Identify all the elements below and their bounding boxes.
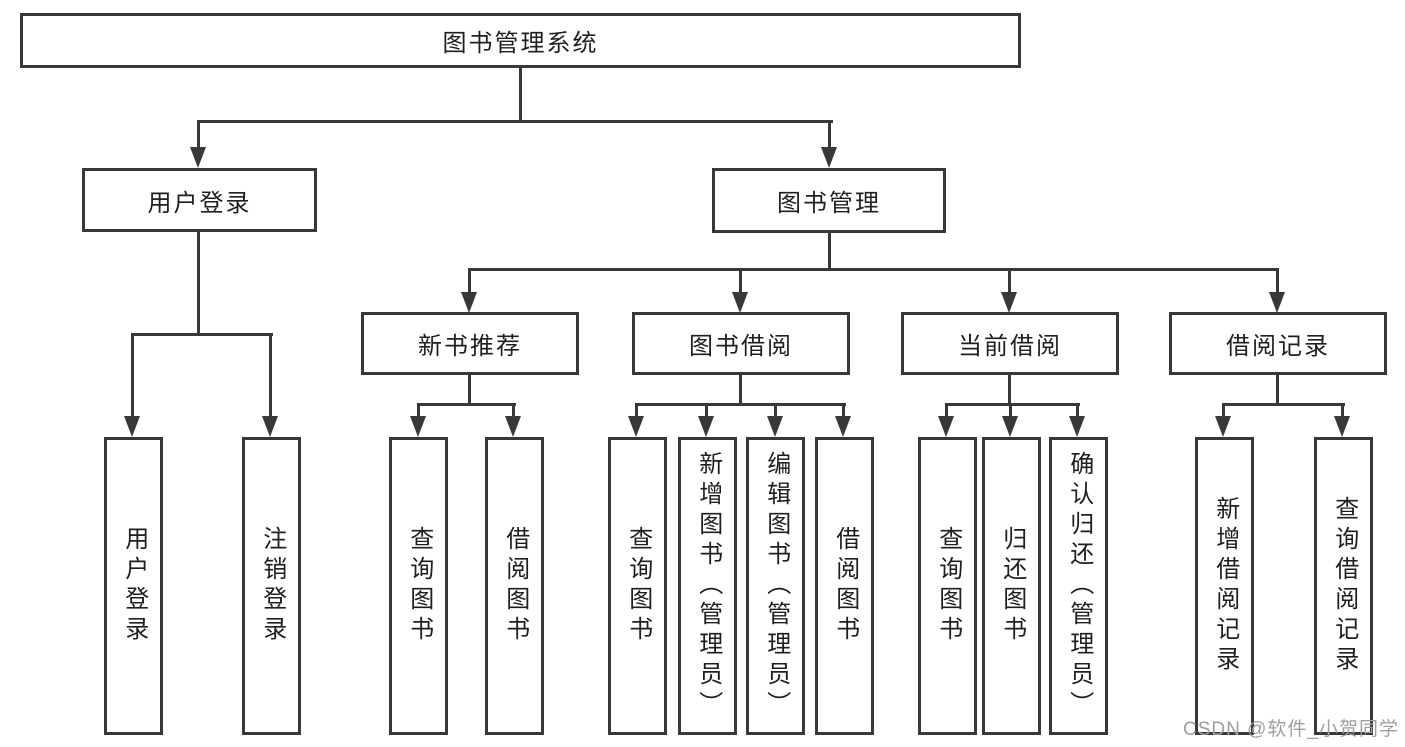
edge-line bbox=[739, 374, 742, 406]
edge-arrowhead-icon bbox=[190, 147, 206, 168]
edge-arrowhead-icon bbox=[1001, 292, 1017, 313]
edge-arrowhead-icon bbox=[1215, 416, 1231, 437]
edge-line bbox=[1076, 403, 1079, 416]
leaf-label: 查询图书 bbox=[405, 526, 433, 646]
edge-arrowhead-icon bbox=[1069, 416, 1085, 437]
edge-line bbox=[468, 268, 471, 292]
node-leaf-logout: 注销登录 bbox=[242, 437, 301, 735]
edge-line bbox=[197, 120, 833, 123]
edge-line bbox=[269, 333, 272, 416]
edge-arrowhead-icon bbox=[821, 147, 837, 168]
leaf-label: 编辑图书（管理员） bbox=[762, 451, 790, 721]
edge-arrowhead-icon bbox=[505, 416, 521, 437]
edge-line bbox=[1008, 374, 1011, 406]
node-leaf-nb-query-books: 查询图书 bbox=[389, 437, 448, 735]
edge-line bbox=[705, 403, 708, 416]
leaf-label: 用户登录 bbox=[120, 526, 148, 646]
leaf-label: 注销登录 bbox=[258, 526, 286, 646]
leaf-label: 借阅图书 bbox=[501, 526, 529, 646]
node-root-library-management-system: 图书管理系统 bbox=[20, 13, 1021, 68]
edge-arrowhead-icon bbox=[1269, 292, 1285, 313]
edge-line bbox=[945, 403, 948, 416]
edge-arrowhead-icon bbox=[410, 416, 426, 437]
node-leaf-bb-borrow-books: 借阅图书 bbox=[815, 437, 874, 735]
edge-line bbox=[131, 333, 134, 416]
edge-arrowhead-icon bbox=[1002, 416, 1018, 437]
watermark: CSDN @软件_小贺同学 bbox=[1183, 719, 1399, 740]
edge-line bbox=[197, 232, 200, 336]
edge-line bbox=[1009, 403, 1012, 416]
leaf-label: 新增借阅记录 bbox=[1211, 496, 1239, 676]
leaf-label: 归还图书 bbox=[998, 526, 1026, 646]
edge-arrowhead-icon bbox=[461, 292, 477, 313]
edge-line bbox=[131, 333, 273, 336]
edge-line bbox=[1341, 403, 1344, 416]
edge-line bbox=[197, 120, 200, 148]
leaf-label: 查询借阅记录 bbox=[1330, 496, 1358, 676]
edge-line bbox=[1222, 403, 1225, 416]
node-leaf-cb-confirm-return-admin: 确认归还（管理员） bbox=[1049, 437, 1108, 735]
leaf-label: 确认归还（管理员） bbox=[1065, 451, 1093, 721]
edge-line bbox=[774, 403, 777, 416]
node-borrowing-records: 借阅记录 bbox=[1169, 312, 1387, 375]
edge-line bbox=[468, 374, 471, 406]
edge-arrowhead-icon bbox=[698, 416, 714, 437]
node-leaf-cb-return-books: 归还图书 bbox=[982, 437, 1041, 735]
edge-line bbox=[635, 403, 846, 406]
edge-line bbox=[417, 403, 420, 416]
node-leaf-cb-query-books: 查询图书 bbox=[918, 437, 977, 735]
node-leaf-br-add-record: 新增借阅记录 bbox=[1195, 437, 1254, 735]
edge-arrowhead-icon bbox=[938, 416, 954, 437]
edge-line bbox=[1222, 403, 1345, 406]
edge-line bbox=[828, 120, 831, 148]
edge-line bbox=[512, 403, 515, 416]
leaf-label: 借阅图书 bbox=[831, 526, 859, 646]
edge-line bbox=[417, 403, 516, 406]
leaf-label: 新增图书（管理员） bbox=[694, 451, 722, 721]
edge-line bbox=[1276, 374, 1279, 406]
node-leaf-br-query-record: 查询借阅记录 bbox=[1314, 437, 1373, 735]
edge-arrowhead-icon bbox=[732, 292, 748, 313]
edge-line bbox=[468, 268, 1279, 271]
node-book-borrowing: 图书借阅 bbox=[632, 312, 850, 375]
edge-arrowhead-icon bbox=[628, 416, 644, 437]
node-leaf-bb-add-books-admin: 新增图书（管理员） bbox=[678, 437, 737, 735]
node-leaf-user-login: 用户登录 bbox=[104, 437, 163, 735]
node-new-book-recommend: 新书推荐 bbox=[361, 312, 579, 375]
edge-line bbox=[519, 68, 522, 121]
leaf-label: 查询图书 bbox=[624, 526, 652, 646]
node-leaf-bb-query-books: 查询图书 bbox=[608, 437, 667, 735]
edge-arrowhead-icon bbox=[124, 416, 140, 437]
edge-line bbox=[842, 403, 845, 416]
edge-arrowhead-icon bbox=[767, 416, 783, 437]
node-leaf-nb-borrow-books: 借阅图书 bbox=[485, 437, 544, 735]
edge-line bbox=[739, 268, 742, 292]
edge-line bbox=[1276, 268, 1279, 292]
node-current-borrowing: 当前借阅 bbox=[901, 312, 1119, 375]
edge-line bbox=[945, 403, 1080, 406]
leaf-label: 查询图书 bbox=[934, 526, 962, 646]
edge-line bbox=[828, 233, 831, 271]
edge-arrowhead-icon bbox=[262, 416, 278, 437]
node-leaf-bb-edit-books-admin: 编辑图书（管理员） bbox=[746, 437, 805, 735]
edge-line bbox=[635, 403, 638, 416]
edge-arrowhead-icon bbox=[1334, 416, 1350, 437]
node-user-login: 用户登录 bbox=[82, 168, 317, 232]
edge-arrowhead-icon bbox=[835, 416, 851, 437]
node-book-management: 图书管理 bbox=[712, 168, 946, 233]
edge-line bbox=[1008, 268, 1011, 292]
